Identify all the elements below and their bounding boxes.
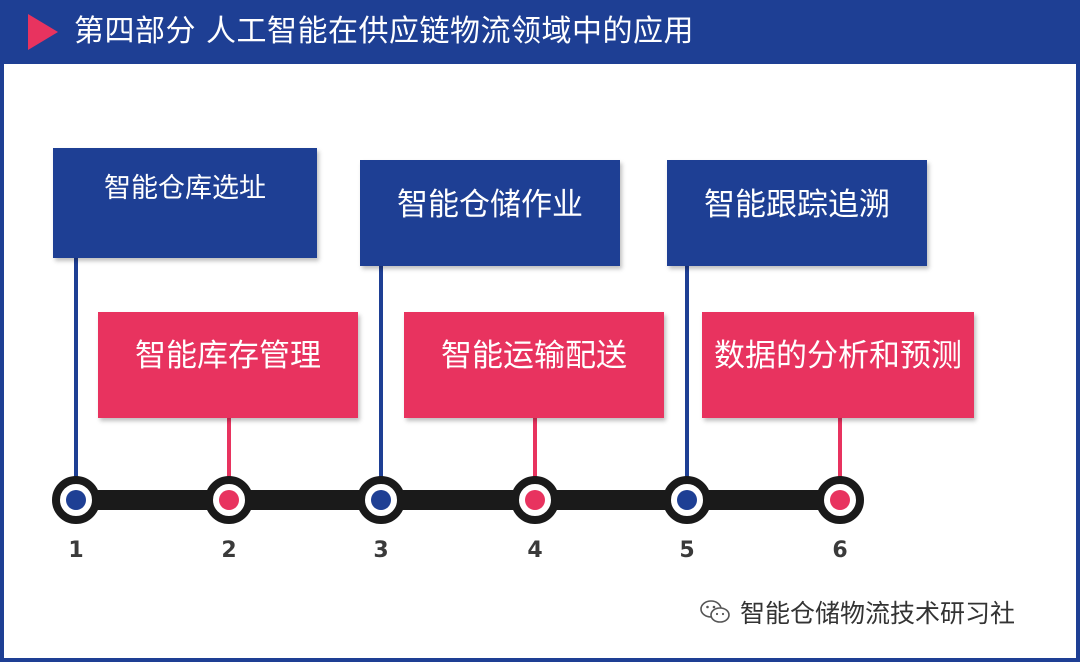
watermark-text: 智能仓储物流技术研习社 [740, 599, 1016, 628]
timeline-dot-4 [525, 490, 545, 510]
stage-box-2: 智能库存管理 [98, 312, 358, 418]
stage-box-4-label: 智能运输配送 [441, 337, 627, 374]
connector-line-4 [533, 418, 537, 500]
stage-box-6-label: 数据的分析和预测 [714, 337, 962, 374]
step-number-3: 3 [373, 538, 389, 563]
stage-box-4: 智能运输配送 [404, 312, 664, 418]
play-arrow-icon [28, 14, 58, 50]
step-number-5: 5 [679, 538, 695, 563]
timeline-node-3 [357, 476, 405, 524]
timeline-dot-6 [830, 490, 850, 510]
stage-box-6: 数据的分析和预测 [702, 312, 974, 418]
connector-line-1 [74, 258, 78, 500]
timeline-node-6 [816, 476, 864, 524]
timeline-dot-1 [66, 490, 86, 510]
timeline-node-1 [52, 476, 100, 524]
step-number-2: 2 [221, 538, 237, 563]
page-title: 第四部分 人工智能在供应链物流领域中的应用 [74, 14, 695, 49]
step-number-4: 4 [527, 538, 543, 563]
timeline-dot-3 [371, 490, 391, 510]
stage-box-3-label: 智能仓储作业 [397, 186, 583, 223]
stage-box-5: 智能跟踪追溯 [667, 160, 927, 266]
stage-box-1: 智能仓库选址 [53, 148, 317, 258]
header-bar: 第四部分 人工智能在供应链物流领域中的应用 [0, 0, 1080, 64]
connector-line-6 [838, 418, 842, 500]
step-number-6: 6 [832, 538, 848, 563]
step-number-1: 1 [68, 538, 84, 563]
timeline-bar [72, 490, 842, 510]
timeline-dot-2 [219, 490, 239, 510]
wechat-icon [700, 599, 730, 625]
stage-box-1-label: 智能仓库选址 [104, 173, 266, 204]
connector-line-2 [227, 418, 231, 500]
stage-box-5-label: 智能跟踪追溯 [704, 186, 890, 223]
timeline-dot-5 [677, 490, 697, 510]
watermark: 智能仓储物流技术研习社 [700, 592, 1015, 632]
timeline-node-4 [511, 476, 559, 524]
timeline-node-5 [663, 476, 711, 524]
stage-box-3: 智能仓储作业 [360, 160, 620, 266]
connector-line-5 [685, 266, 689, 500]
connector-line-3 [379, 266, 383, 500]
stage-box-2-label: 智能库存管理 [135, 337, 321, 374]
timeline-node-2 [205, 476, 253, 524]
